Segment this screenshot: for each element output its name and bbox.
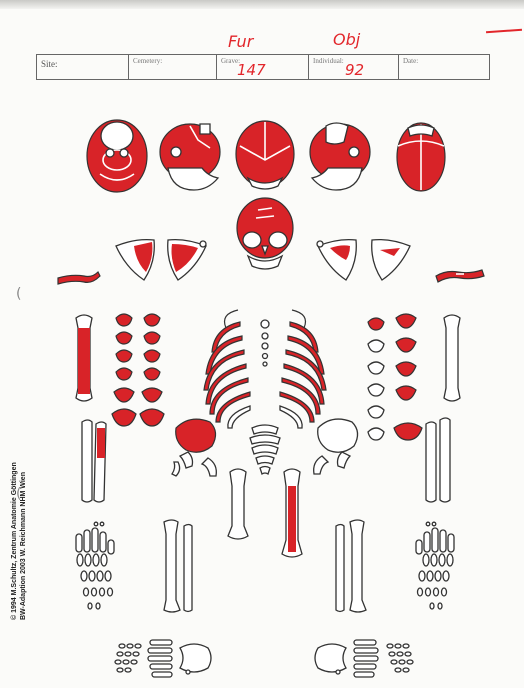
scapula-left-ventral: [317, 240, 356, 280]
humerus-left: [444, 315, 460, 401]
skull-superior-view: [397, 123, 445, 191]
copyright-line-2: BW-Adaption 2003 W. Reichmann NHM Wien: [19, 462, 28, 620]
foot-left: [315, 640, 413, 677]
ilium-right: [172, 419, 216, 476]
vertebrae-right-column: [112, 314, 164, 426]
scapula-right-ventral: [168, 240, 206, 280]
scapula-left-dorsal: [372, 240, 410, 280]
femur-right: [228, 469, 248, 539]
hand-right: [76, 522, 114, 609]
skull-inferior-view: [87, 120, 147, 192]
forearm-left: [426, 418, 450, 502]
clavicle-left: [436, 270, 484, 282]
copyright-notice: © 1994 M.Schultz, Zentrum Anatomie Götti…: [10, 462, 28, 620]
forearm-right: [82, 420, 106, 502]
hand-left: [416, 522, 454, 609]
skull-lateral-right-view: [160, 124, 220, 190]
ribs-left: [280, 310, 326, 428]
scapula-right-dorsal: [116, 240, 154, 280]
ribs-right: [204, 310, 250, 428]
sternum-segments: [261, 320, 269, 366]
ilium-left: [314, 419, 358, 474]
humerus-right: [76, 315, 92, 401]
lumbar-sacral-vertebrae: [250, 425, 280, 474]
copyright-line-1: © 1994 M.Schultz, Zentrum Anatomie Götti…: [10, 462, 19, 620]
femur-left: [282, 469, 302, 557]
clavicle-right: [58, 272, 100, 284]
skull-posterior-view: [236, 121, 294, 189]
foot-right: [115, 640, 211, 677]
lower-leg-right: [164, 520, 192, 612]
lower-leg-left: [336, 520, 366, 612]
skull-anterior-view: [237, 198, 293, 269]
vertebrae-left-column: [368, 314, 422, 440]
skull-lateral-left-view: [310, 123, 370, 190]
